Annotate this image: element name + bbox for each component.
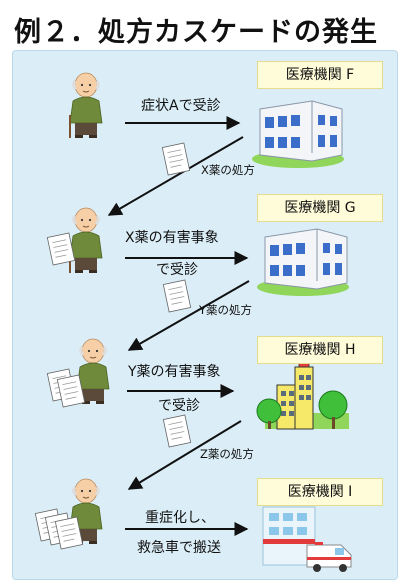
visit-text-3a: Y薬の有害事象 (128, 364, 221, 380)
visit-text-1: 症状Aで受診 (141, 98, 221, 114)
prescription-document-icon-2 (162, 279, 192, 313)
visit-text-4a: 重症化し、 (145, 510, 215, 526)
prescription-arrow-2 (127, 280, 250, 351)
facility-label-h: 医療機関 H (257, 336, 383, 364)
prescription-document-icon-3 (162, 414, 192, 448)
figure-title: 例２．処方カスケードの発生 (14, 17, 378, 48)
prescription-document-icon-1 (161, 142, 191, 176)
hospital-building-icon-h (256, 356, 350, 430)
patient-icon-2 (68, 206, 104, 275)
clinic-building-icon-f (251, 100, 345, 169)
cascade-panel: 医療機関 F 医療機関 G 医療機関 H 医療機関 I 症状Aで受診 X薬の有害… (12, 50, 398, 580)
visit-text-3b: で受診 (158, 398, 200, 414)
prescription-text-2: Y薬の処方 (199, 303, 253, 317)
facility-label-f: 医療機関 F (257, 61, 383, 89)
facility-label-g: 医療機関 G (257, 194, 383, 222)
ambulance-icon (262, 506, 352, 573)
prescription-arrow-3 (127, 420, 242, 490)
prescription-text-1: X薬の処方 (201, 163, 255, 177)
visit-text-2a: X薬の有害事象 (125, 230, 219, 246)
prescription-text-3: Z薬の処方 (200, 447, 254, 461)
cascade-diagram (34, 71, 352, 573)
prescription-arrow-1 (107, 136, 244, 216)
clinic-building-icon-g (256, 228, 350, 297)
held-document-icon-2 (46, 232, 76, 266)
visit-text-2b: で受診 (156, 262, 198, 278)
visit-text-4b: 救急車で搬送 (137, 540, 221, 556)
facility-label-i: 医療機関 I (257, 478, 383, 506)
patient-icon-1 (68, 71, 104, 140)
